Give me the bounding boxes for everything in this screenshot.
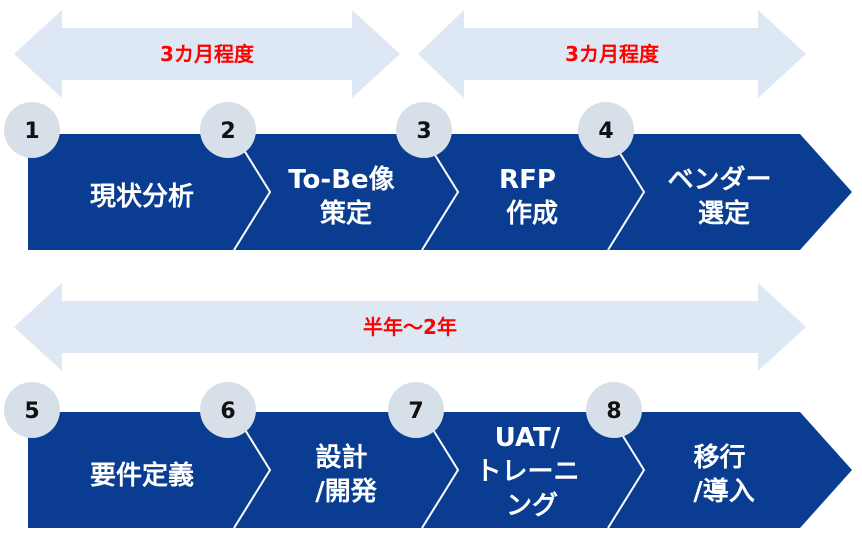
step-5-number-badge: 5 <box>4 382 60 438</box>
phase-band-2 <box>28 412 852 528</box>
step-6-number-badge: 6 <box>200 382 256 438</box>
step-1-circle <box>4 102 60 158</box>
duration-arrow-2-shape <box>418 10 806 98</box>
step-5-circle <box>4 382 60 438</box>
duration-arrow-1: 3カ月程度 <box>14 10 400 98</box>
step-1-number-badge: 1 <box>4 102 60 158</box>
step-7-circle <box>388 382 444 438</box>
step-6-number: 6 <box>220 399 235 424</box>
step-8-circle <box>586 382 642 438</box>
step-8-label: 移行 /導入 <box>693 442 755 507</box>
step-8-number-badge: 8 <box>586 382 642 438</box>
step-2-number-badge: 2 <box>200 102 256 158</box>
step-2-label: To-Be像 策定 <box>288 165 403 229</box>
duration-arrow-3-shape <box>14 283 806 371</box>
step-5-label: 要件定義 <box>90 460 194 491</box>
step-7-label: UAT/ トレーニ ング <box>475 423 588 521</box>
step-1-label: 現状分析 <box>90 182 194 212</box>
step-7-number: 7 <box>408 399 423 424</box>
step-3-number: 3 <box>416 119 431 144</box>
step-6-circle <box>200 382 256 438</box>
duration-arrow-3: 半年〜2年 <box>14 283 806 371</box>
step-3-number-badge: 3 <box>396 102 452 158</box>
step-8-number: 8 <box>606 399 621 424</box>
step-2-number: 2 <box>220 119 235 144</box>
step-4-number-badge: 4 <box>578 102 634 158</box>
step-4-label: ベンダー 選定 <box>667 164 780 229</box>
duration-arrow-2: 3カ月程度 <box>418 10 806 98</box>
step-1-number: 1 <box>24 119 39 144</box>
step-7-number-badge: 7 <box>388 382 444 438</box>
phase-row-2: 要件定義 設計 /開発 UAT/ トレーニ ング 移行 /導入 5 6 <box>4 382 852 529</box>
phase-row-1: 現状分析 To-Be像 策定 RFP 作成 ベンダー 選定 1 2 <box>4 102 852 251</box>
phase-band-1 <box>28 134 852 250</box>
duration-arrow-3-label: 半年〜2年 <box>363 315 457 339</box>
duration-arrow-1-label: 3カ月程度 <box>160 42 255 66</box>
step-3-circle <box>396 102 452 158</box>
step-6-label: 設計 /開発 <box>315 442 377 507</box>
step-2-circle <box>200 102 256 158</box>
step-4-circle <box>578 102 634 158</box>
step-4-number: 4 <box>598 119 613 144</box>
step-divider-1 <box>233 133 272 251</box>
step-3-label: RFP 作成 <box>499 165 565 229</box>
duration-arrow-2-label: 3カ月程度 <box>565 42 660 66</box>
step-5-number: 5 <box>24 399 39 424</box>
duration-arrow-1-shape <box>14 10 400 98</box>
